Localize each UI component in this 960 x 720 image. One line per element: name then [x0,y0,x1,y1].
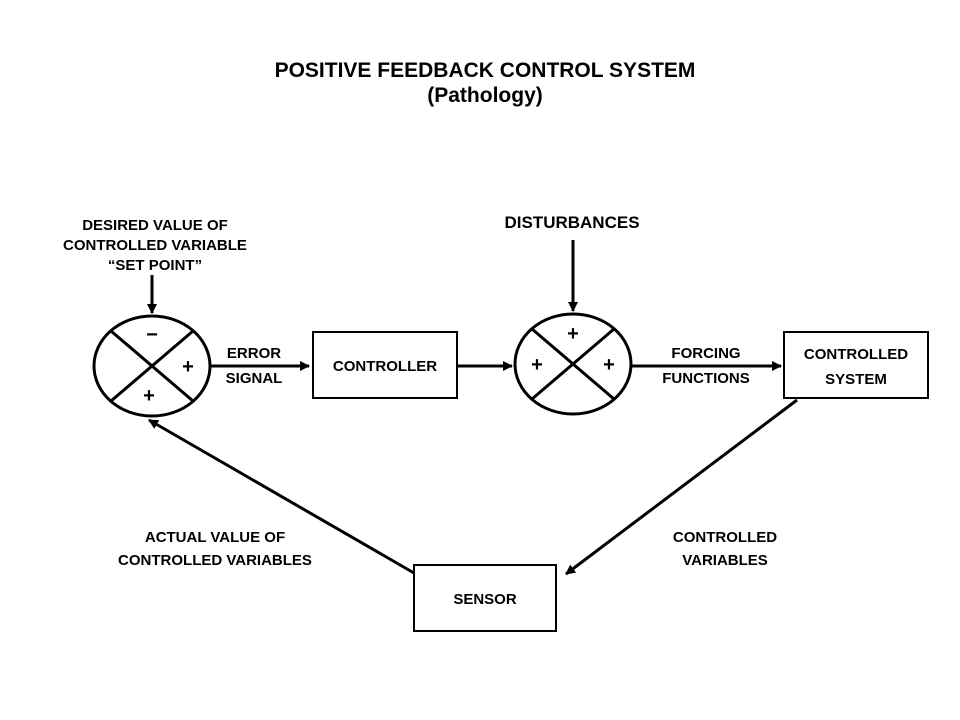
svg-text:CONTROLLER: CONTROLLER [333,358,437,375]
controlled-variables-label: CONTROLLED VARIABLES [672,529,778,569]
junction-2-left-sign: + [531,354,543,376]
svg-text:SENSOR: SENSOR [453,591,517,608]
summing-junction-1: − + + [92,314,212,418]
controlled-system-block: CONTROLLED SYSTEM [783,331,929,399]
feedback-arrow [148,418,415,575]
controlled-variables-arrow [565,398,798,576]
junction-1-right-sign: + [182,356,194,378]
svg-text:SYSTEM: SYSTEM [825,371,887,388]
controller-block: CONTROLLER [312,331,458,399]
junction-1-top-sign: − [146,324,158,346]
disturbances-label: DISTURBANCES [504,213,640,232]
diagram-subtitle: (Pathology) [427,84,543,107]
svg-text:CONTROLLED: CONTROLLED [804,346,908,363]
error-signal-label: ERROR SIGNAL [225,345,283,387]
set-point-label: DESIRED VALUE OF CONTROLLED VARIABLE “SE… [63,217,247,274]
junction-2-right-sign: + [603,354,615,376]
diagram-title: POSITIVE FEEDBACK CONTROL SYSTEM [274,59,696,82]
actual-value-label: ACTUAL VALUE OF CONTROLLED VARIABLES [118,529,312,569]
summing-junction-2: + + + [513,312,633,416]
sensor-block: SENSOR [413,564,557,632]
forcing-functions-label: FORCING FUNCTIONS [662,345,750,387]
junction-2-top-sign: + [567,323,579,345]
junction-1-bottom-sign: + [143,385,155,407]
